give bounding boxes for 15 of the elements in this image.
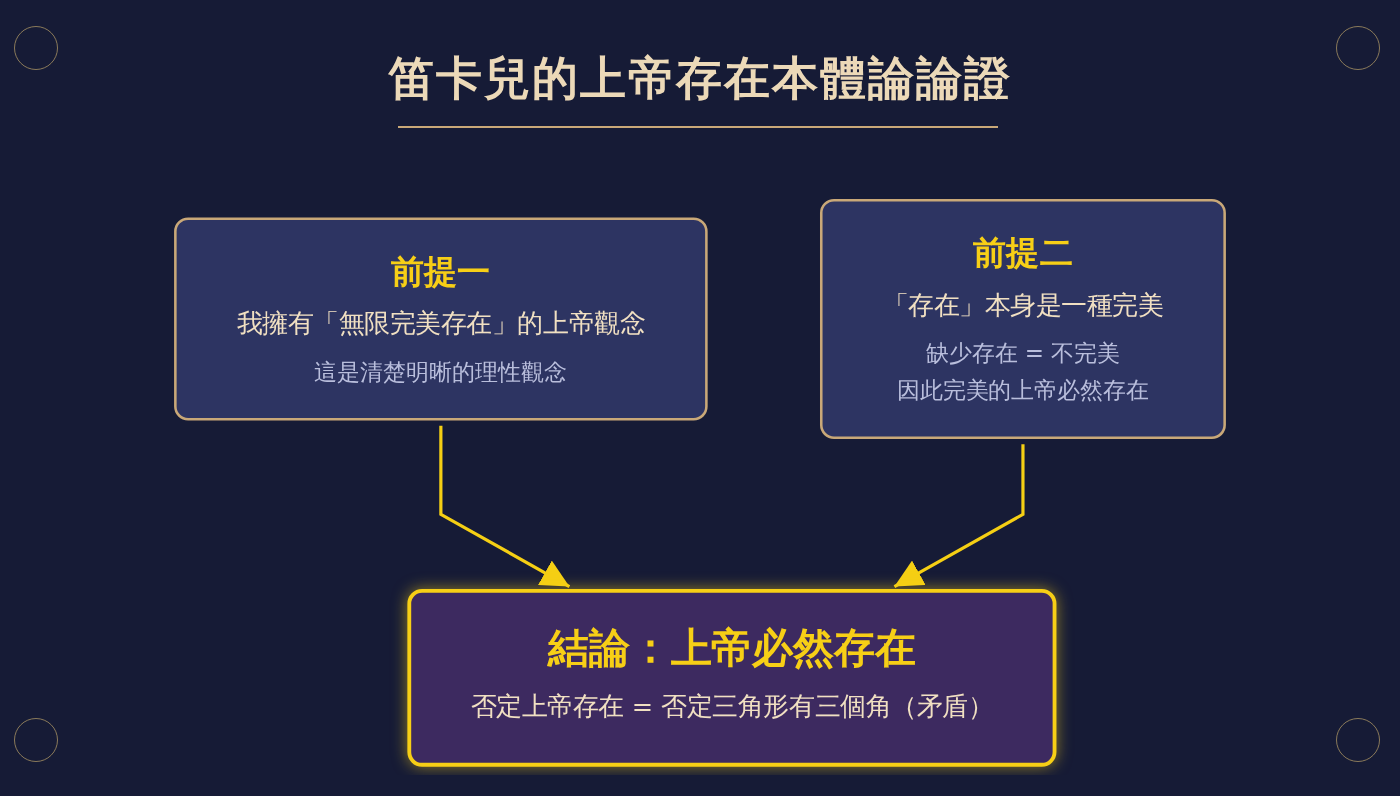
- conclusion-box: [407, 589, 1057, 767]
- statement-text: 「存在」本身是一種完美: [882, 288, 1164, 323]
- heading: 結論：上帝必然存在: [548, 623, 916, 675]
- arrow: [439, 425, 571, 588]
- heading: 前提二: [973, 232, 1073, 274]
- premise-box: [174, 217, 708, 421]
- statement-text: 否定上帝存在 = 否定三角形有三個角（矛盾）: [470, 689, 994, 724]
- note-text: 缺少存在 = 不完美: [925, 338, 1121, 369]
- note-text: 因此完美的上帝必然存在: [896, 375, 1150, 406]
- arrow: [893, 444, 1025, 588]
- title: 笛卡兒的上帝存在本體論論證: [388, 50, 1012, 107]
- heading: 前提一: [391, 250, 491, 293]
- premise-box: [820, 198, 1226, 440]
- statement-text: 我擁有「無限完美存在」的上帝觀念: [236, 307, 646, 341]
- note-text: 這是清楚明晰的理性觀念: [314, 357, 568, 387]
